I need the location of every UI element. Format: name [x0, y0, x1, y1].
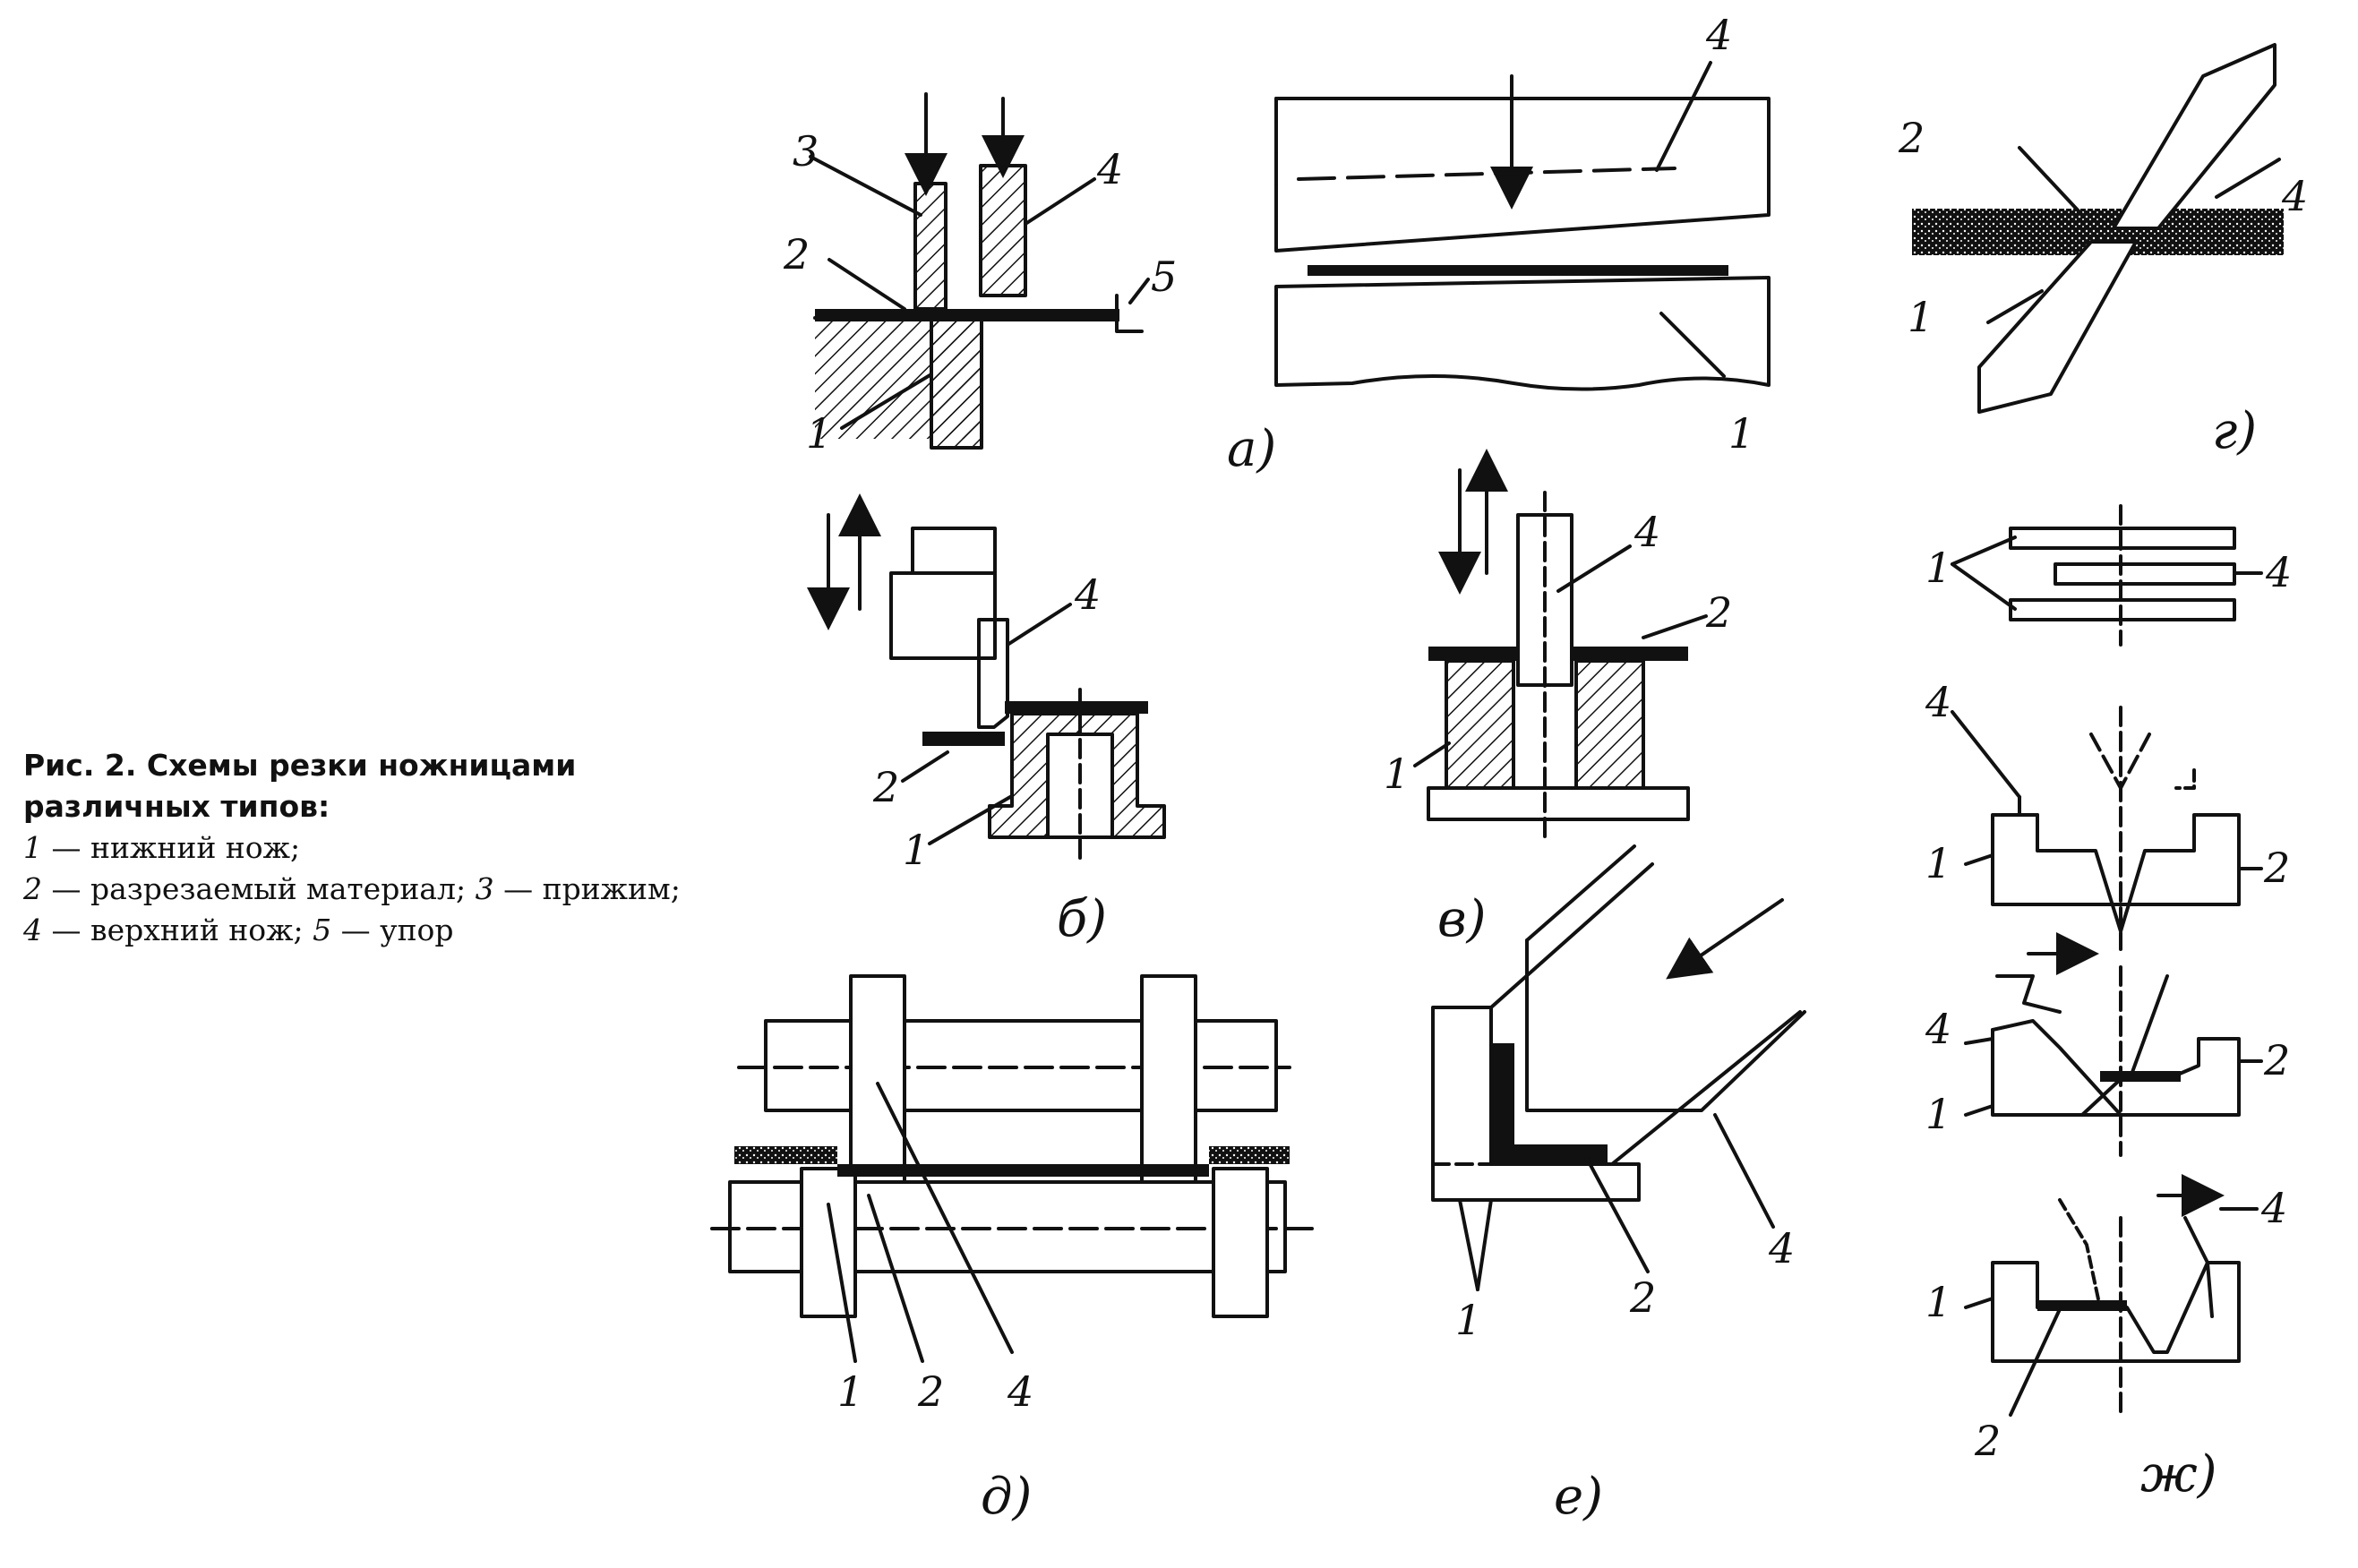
panel-zh-stage-2	[1951, 706, 2263, 951]
material-2	[1428, 647, 1518, 661]
callout: 4	[2281, 172, 2308, 220]
panel-zh	[1951, 504, 2263, 1417]
panel-letter: е)	[1554, 1468, 1603, 1526]
figure-caption: Рис. 2. Схемы резки ножницами различных …	[23, 745, 686, 951]
callout: 1	[1925, 544, 1951, 592]
panel-zh-labels: 1 4 4 1 2 4 2 1 1 2 4 ж)	[1925, 544, 2292, 1504]
panel-letter: г)	[2212, 402, 2257, 460]
upper-knife-4	[2112, 43, 2277, 230]
callout: 4	[1705, 11, 1732, 59]
material-2	[734, 1146, 837, 1164]
panel-a-small-shear	[809, 92, 1150, 450]
callout: 2	[872, 763, 899, 811]
callout: 3	[793, 127, 819, 176]
panel-b-labels: 4 2 1 б)	[872, 570, 1107, 948]
panel-zh-stage-4	[1964, 1174, 2259, 1417]
legend-item-5: 5 — упор	[313, 913, 454, 947]
upper-shaft	[764, 1019, 1278, 1112]
panel-a	[809, 61, 1771, 450]
panel-v-labels: 4 2 1 в)	[1384, 508, 1732, 948]
upper-disc-4	[849, 974, 906, 1184]
panel-zh-stage-1	[1951, 504, 2263, 647]
material-2	[1491, 1043, 1514, 1164]
upper-knife-4	[1525, 938, 1806, 1112]
callout: 4	[1074, 570, 1101, 619]
panel-b	[807, 493, 1166, 861]
lower-knife-1	[1274, 276, 1771, 391]
material-2	[2037, 1300, 2127, 1311]
callout: 4	[1096, 145, 1123, 193]
panel-zh-stage-3	[1964, 932, 2263, 1157]
panel-g-labels: 2 4 1 г)	[1898, 114, 2308, 460]
material-2	[2100, 1071, 2181, 1082]
callout: 4	[1925, 678, 1951, 726]
callout: 1	[1455, 1296, 1481, 1344]
upper-knife-4	[1274, 97, 1771, 253]
callout: 2	[2263, 844, 2290, 892]
callout: 4	[1007, 1367, 1033, 1416]
legend-item-3: 3 — прижим;	[475, 871, 681, 906]
panel-a-labels: 3 2 1 4 5 4 1 а)	[783, 11, 1754, 478]
callout: 1	[837, 1367, 863, 1416]
panel-v	[1413, 449, 1708, 839]
panel-a-guillotine	[1274, 61, 1771, 391]
lower-knife-1	[1431, 1006, 1641, 1202]
callout: 2	[1705, 588, 1732, 637]
legend-item-2: 2 — разрезаемый материал;	[23, 871, 467, 906]
panel-d-labels: 1 2 4 д)	[837, 1367, 1033, 1526]
lower-knife-1	[1977, 240, 2138, 414]
callout: 4	[2260, 1184, 2287, 1232]
material-2	[922, 732, 1005, 746]
material-2	[815, 309, 1119, 321]
callout: 1	[903, 826, 929, 874]
panel-letter: б)	[1057, 890, 1107, 948]
callout: 2	[1629, 1273, 1656, 1322]
stop-5	[1115, 294, 1144, 333]
legend-item-1: 1 — нижний нож;	[23, 830, 301, 865]
panel-letter: а)	[1227, 420, 1276, 478]
lower-knife-1	[1445, 659, 1515, 790]
caption-legend: 1 — нижний нож; 2 — разрезаемый материал…	[23, 827, 686, 951]
material-2	[1308, 265, 1728, 276]
callout: 4	[1633, 508, 1660, 556]
lower-disc-1	[800, 1167, 857, 1318]
panel-d	[710, 974, 1323, 1363]
panel-g	[1912, 43, 2284, 414]
callout: 2	[1898, 114, 1925, 162]
panel-letter: д)	[981, 1468, 1032, 1526]
legend-item-4: 4 — верхний нож;	[23, 913, 304, 947]
callout: 1	[1908, 293, 1934, 341]
panel-e-labels: 1 2 4 е)	[1455, 1224, 1795, 1526]
callout: 1	[1925, 1278, 1951, 1326]
callout: 1	[1728, 409, 1754, 458]
panel-letter: в)	[1437, 890, 1486, 948]
upper-knife-4	[979, 164, 1027, 297]
clamp-3	[913, 182, 947, 311]
caption-title: Рис. 2. Схемы резки ножницами различных …	[23, 748, 577, 824]
callout: 2	[783, 230, 810, 278]
callout: 1	[1925, 839, 1951, 887]
callout: 1	[1384, 750, 1410, 798]
callout: 4	[1925, 1005, 1951, 1053]
callout: 4	[1768, 1224, 1795, 1272]
callout: 5	[1151, 253, 1177, 301]
upper-knife-4	[977, 618, 1009, 729]
callout: 2	[1974, 1417, 2001, 1465]
panel-letter: ж)	[2140, 1445, 2217, 1504]
callout: 1	[1925, 1090, 1951, 1138]
callout: 2	[2263, 1036, 2290, 1084]
callout: 1	[806, 409, 832, 458]
panel-e	[1431, 844, 1806, 1291]
callout: 4	[2265, 548, 2292, 596]
callout: 2	[917, 1367, 944, 1416]
